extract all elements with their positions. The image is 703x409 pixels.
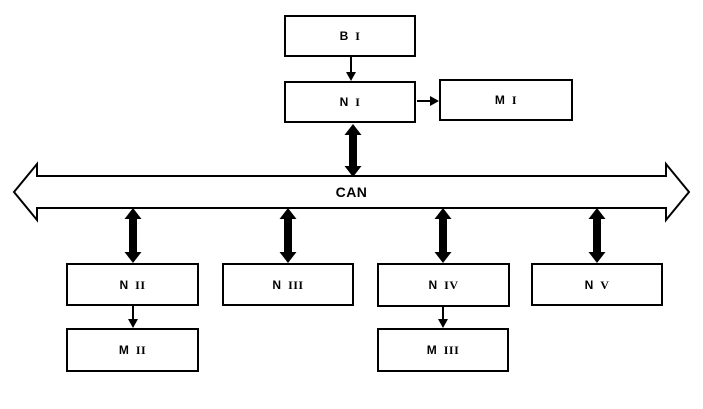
node-box-nii: N II [66,263,199,306]
node-niii-numeral: III [288,277,304,292]
node-niii-prefix: N [272,277,283,292]
connector-can-niv-double-arrow [434,208,452,263]
node-mi-numeral: I [511,93,518,107]
node-box-ni: N I [284,81,416,123]
node-niv-prefix: N [428,278,439,292]
node-nv-prefix: N [584,277,595,292]
node-ni-numeral: I [355,95,361,109]
connector-can-nii-double-arrow [124,208,142,263]
can-bus-label: CAN [335,184,368,200]
node-box-niii: N III [222,263,354,306]
connector-ni-can-double-arrow [344,124,362,177]
node-nii-prefix: N [119,277,130,292]
node-bi-numeral: I [355,29,361,43]
node-ni-prefix: N [339,95,350,109]
can-bus-arrow [12,161,691,223]
arrow-ni-to-mi [417,96,439,106]
node-box-bi: B I [284,15,416,57]
node-box-nv: N V [531,263,663,306]
node-nii-numeral: II [135,277,146,292]
node-box-miii: M III [377,328,509,372]
node-miii-numeral: III [443,343,460,357]
node-bi-prefix: B [339,29,350,43]
node-mi-prefix: M [494,93,506,107]
arrow-niv-to-miii [438,307,448,328]
node-nv-numeral: V [600,277,610,292]
arrow-nii-to-mii [128,306,138,328]
connector-can-nv-double-arrow [588,208,606,263]
node-miii-prefix: M [426,343,438,357]
node-box-niv: N IV [377,263,510,307]
node-mii-prefix: M [118,343,130,357]
node-box-mi: M I [439,79,573,121]
node-box-mii: M II [66,328,199,372]
node-mii-numeral: II [135,343,147,357]
connector-can-niii-double-arrow [279,208,297,263]
node-niv-numeral: IV [444,278,459,292]
arrow-bi-to-ni [346,57,356,81]
